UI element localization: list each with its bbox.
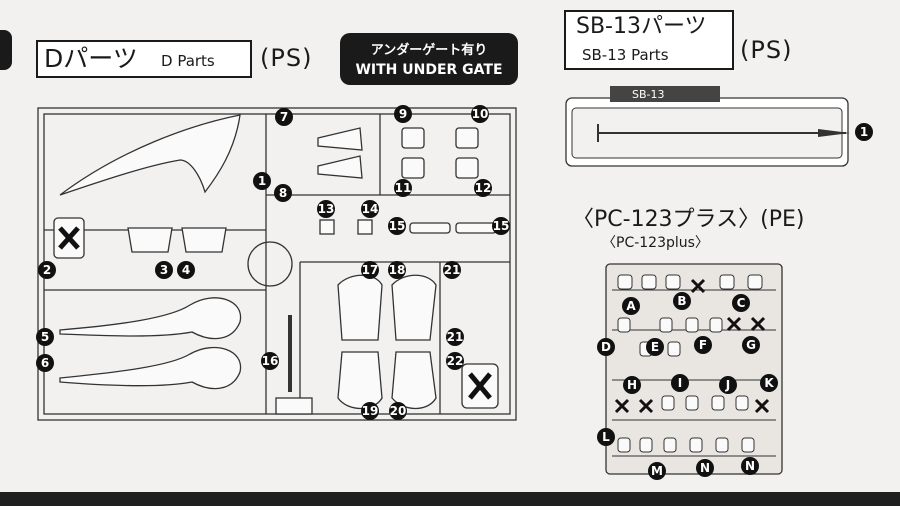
runner-ring xyxy=(247,241,293,287)
part-9 xyxy=(401,127,425,149)
badge-18: 18 xyxy=(389,263,406,277)
badge-B: B xyxy=(677,294,686,308)
bottom-rule xyxy=(0,492,900,506)
part-15b xyxy=(455,222,497,234)
badge-E: E xyxy=(651,340,659,354)
badge-H: H xyxy=(627,378,637,392)
badge-N1: N xyxy=(700,461,710,475)
pc-123-cells xyxy=(617,274,763,453)
pc-parts-title: 〈PC-123プラス〉(PE) xyxy=(572,207,805,232)
part-10 xyxy=(455,127,479,149)
badge-15b: 15 xyxy=(493,219,510,233)
part-12 xyxy=(455,157,479,179)
badge-C: C xyxy=(737,296,746,310)
pc-123-sheet xyxy=(605,263,783,475)
part-20 xyxy=(391,351,437,410)
d-parts-title-jp: Dパーツ xyxy=(44,44,138,73)
badge-A: A xyxy=(626,299,636,313)
badge-F: F xyxy=(699,338,707,352)
sb-parts-material: (PS) xyxy=(740,36,793,64)
badge-5: 5 xyxy=(41,330,49,344)
part-19 xyxy=(337,351,383,410)
d-parts-title-en: D Parts xyxy=(161,52,215,70)
badge-16: 16 xyxy=(262,354,279,368)
d-parts-title: Dパーツ D Parts xyxy=(36,40,252,78)
part-2-cross-icon xyxy=(58,226,80,250)
badge-I: I xyxy=(678,376,682,390)
part-18 xyxy=(391,274,437,341)
part-17 xyxy=(337,274,383,341)
sb-parts-title-main: SB-13パーツ xyxy=(576,14,707,39)
badge-2: 2 xyxy=(43,263,51,277)
badge-22: 22 xyxy=(447,354,464,368)
badge-N2: N xyxy=(745,459,755,473)
d-part-number-badges: 7 1 8 9 10 11 12 13 14 15 15 2 3 4 5 6 1… xyxy=(36,105,510,420)
badge-G: G xyxy=(746,338,756,352)
badge-4: 4 xyxy=(182,263,190,277)
part-5 xyxy=(59,297,242,340)
badge-21b: 21 xyxy=(447,330,464,344)
part-14 xyxy=(357,219,373,235)
sb-parts-title: SB-13パーツ SB-13 Parts xyxy=(564,10,734,70)
badge-D: D xyxy=(601,340,611,354)
d-parts-material: (PS) xyxy=(260,44,313,72)
badge-12: 12 xyxy=(475,181,492,195)
badge-L: L xyxy=(602,430,610,444)
blade-part xyxy=(59,114,241,196)
part-3 xyxy=(127,227,173,253)
badge-21a: 21 xyxy=(444,263,461,277)
badge-M: M xyxy=(651,464,663,478)
badge-8: 8 xyxy=(279,186,287,200)
badge-9: 9 xyxy=(399,107,407,121)
under-gate-en: WITH UNDER GATE xyxy=(355,62,503,78)
badge-7: 7 xyxy=(280,110,288,124)
badge-17: 17 xyxy=(362,263,379,277)
badge-15a: 15 xyxy=(389,219,406,233)
badge-13: 13 xyxy=(318,202,335,216)
badge-19: 19 xyxy=(362,404,379,418)
d-runner-frame xyxy=(37,107,517,421)
badge-1: 1 xyxy=(258,174,266,188)
corner-badge xyxy=(0,30,12,70)
pc-123-cross-icons xyxy=(614,278,770,414)
part-6 xyxy=(59,346,242,390)
part-22-cross-icon xyxy=(468,372,492,400)
badge-20: 20 xyxy=(390,404,407,418)
part-15a xyxy=(409,222,451,234)
pc-123-letter-badges: A B C D E F G H I J K L M N N xyxy=(597,292,778,480)
under-gate-badge: アンダーゲート有り WITH UNDER GATE xyxy=(340,33,518,85)
sb-13-plate-label: SB-13 xyxy=(632,88,665,101)
badge-14: 14 xyxy=(362,202,379,216)
sb-13-part-tip xyxy=(818,129,850,137)
runner-tag xyxy=(275,397,313,415)
sb-parts-title-sub: SB-13 Parts xyxy=(582,46,669,64)
badge-6: 6 xyxy=(41,356,49,370)
under-gate-jp: アンダーゲート有り xyxy=(370,43,488,58)
part-11 xyxy=(401,157,425,179)
badge-K: K xyxy=(764,376,774,390)
part-13 xyxy=(319,219,335,235)
part-7 xyxy=(317,127,363,151)
sb-13-label-band xyxy=(610,86,720,102)
badge-10: 10 xyxy=(472,107,489,121)
part-4 xyxy=(181,227,227,253)
badge-3: 3 xyxy=(160,263,168,277)
badge-J: J xyxy=(725,378,730,392)
pc-parts-subtitle: 〈PC-123plus〉 xyxy=(602,235,709,251)
badge-sb-1: 1 xyxy=(860,125,868,139)
badge-11: 11 xyxy=(395,181,412,195)
part-8 xyxy=(317,155,363,179)
